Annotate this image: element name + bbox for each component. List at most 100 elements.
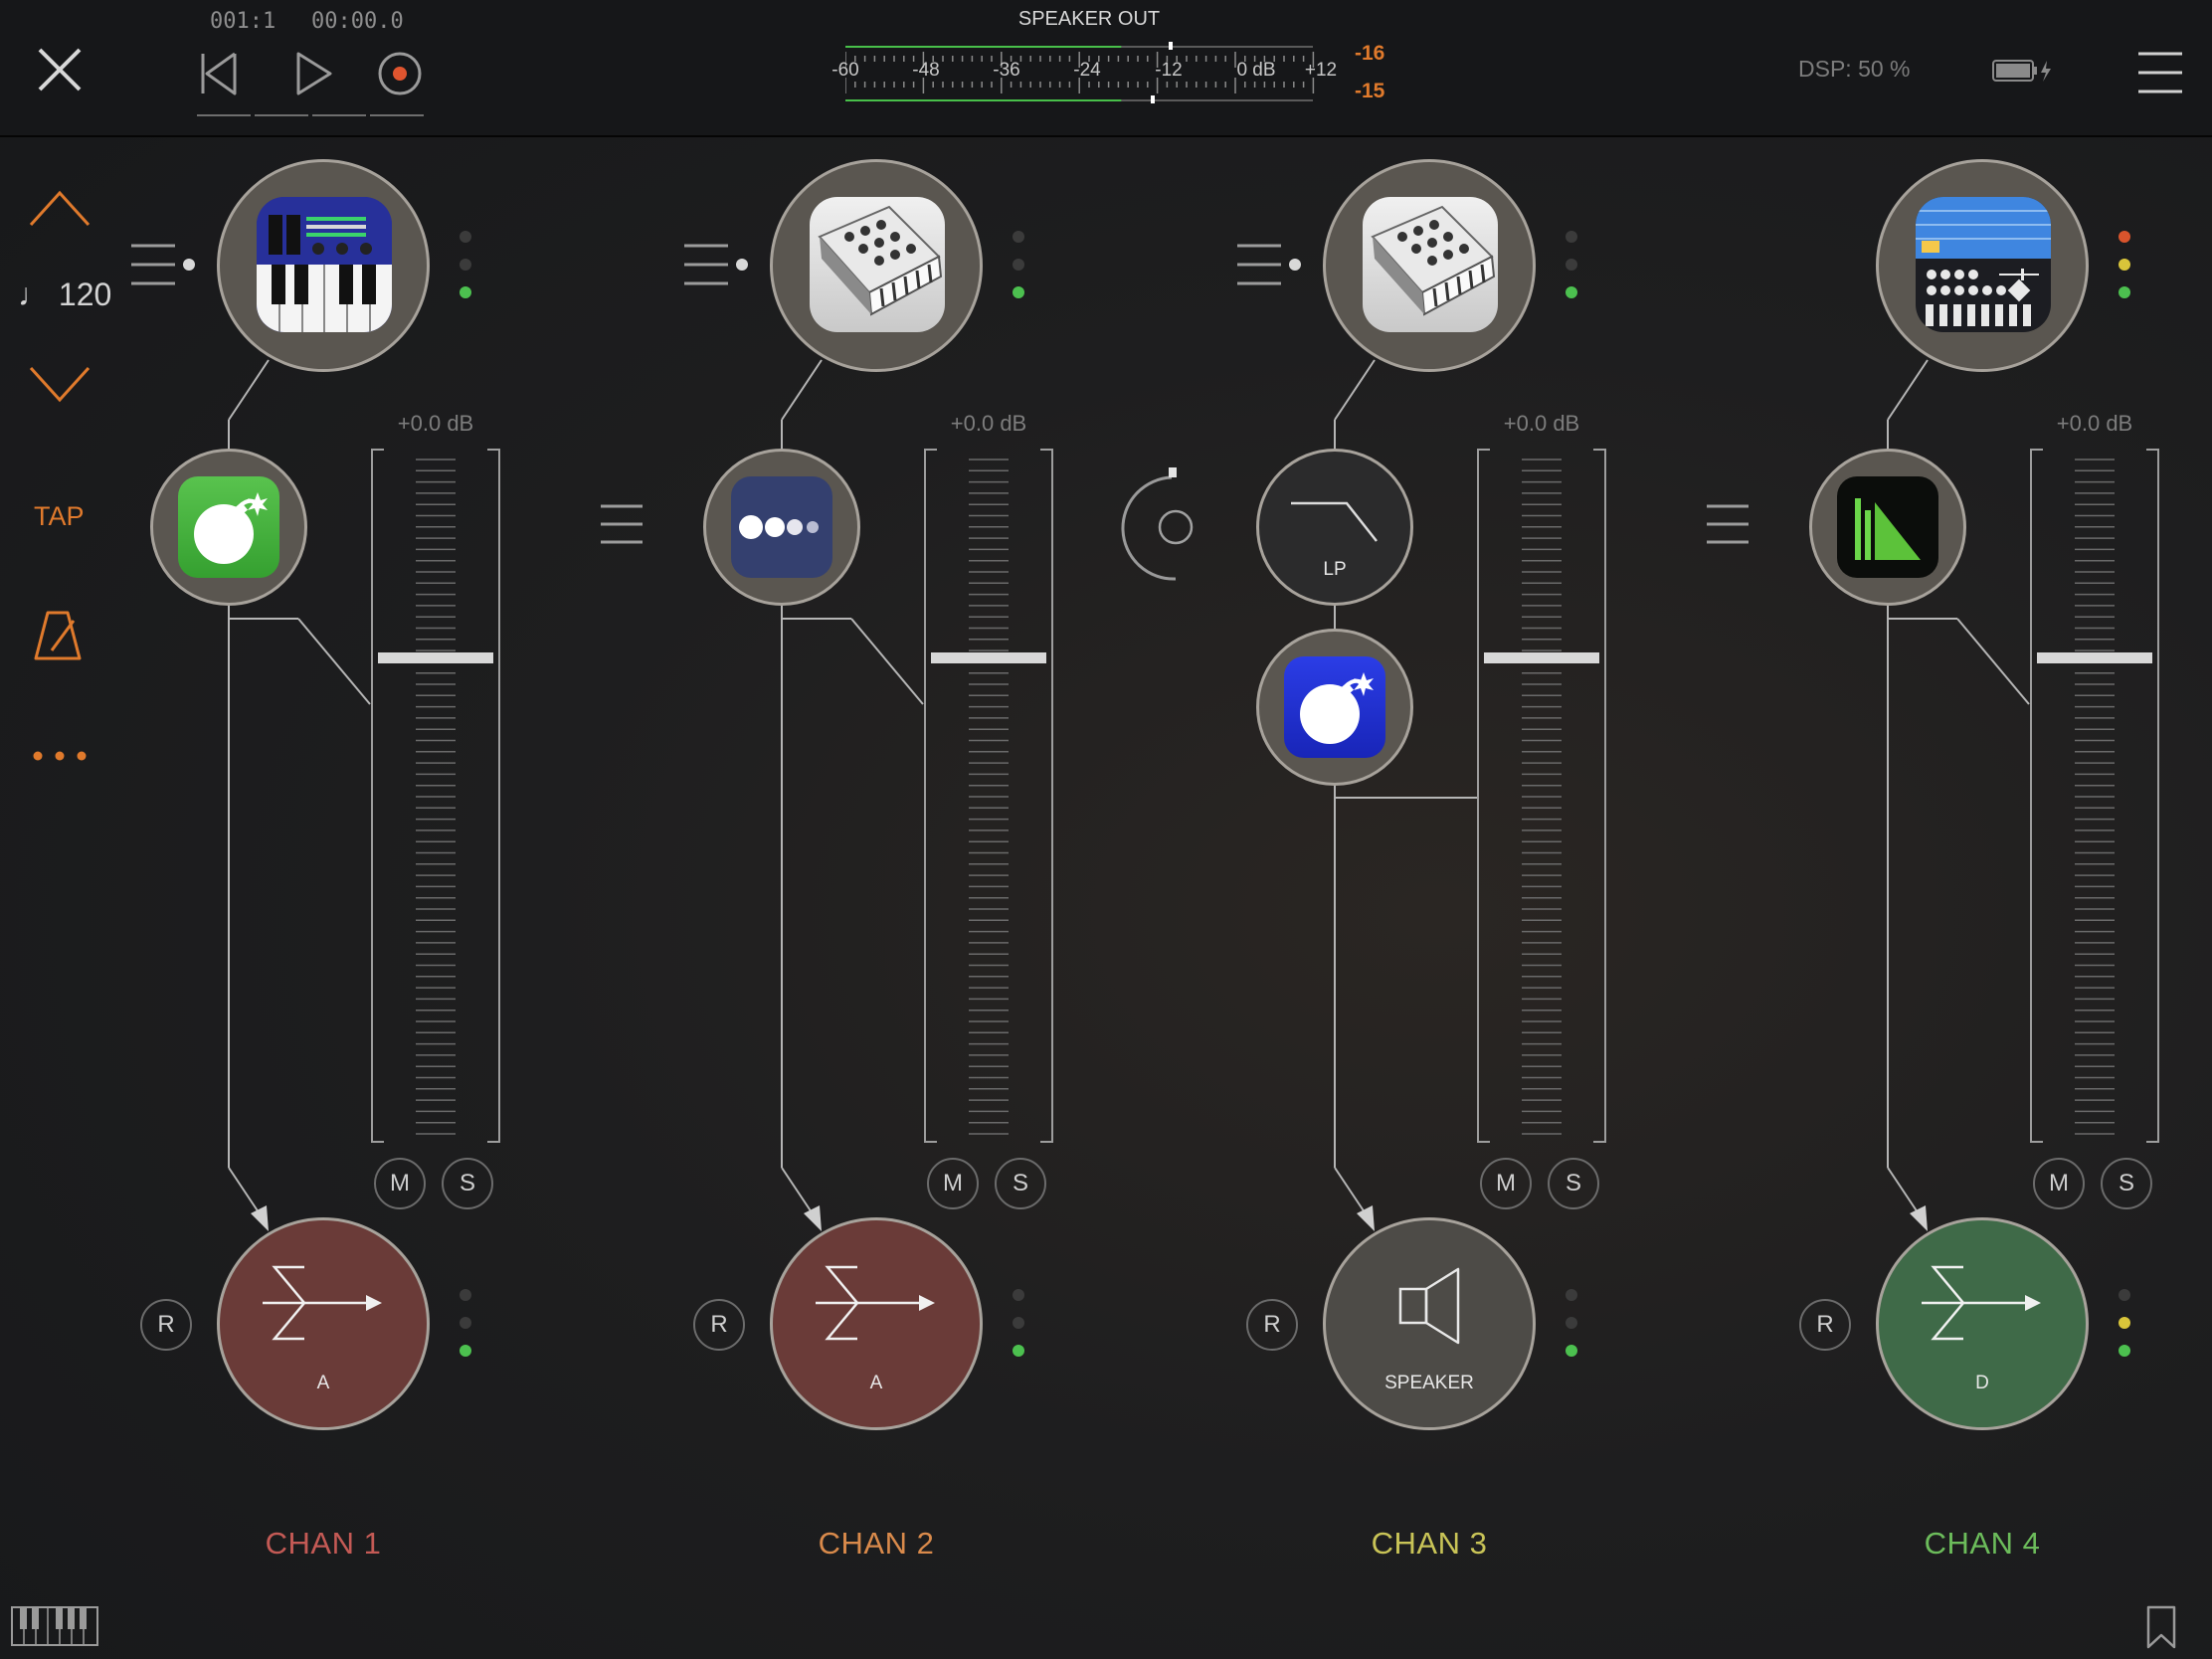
midi-settings-button[interactable]	[1235, 243, 1303, 286]
output-led	[460, 1289, 471, 1301]
mute-button[interactable]: M	[374, 1158, 426, 1209]
metronome-icon	[34, 611, 82, 660]
output-led	[1566, 1289, 1577, 1301]
solo-button[interactable]: S	[2101, 1158, 2152, 1209]
output-led	[2119, 1345, 2130, 1357]
meter-scale-label: 0 dB	[1236, 60, 1276, 81]
lowpass-filter-node[interactable]	[1256, 449, 1413, 606]
dynamics-effect-app-icon[interactable]	[1837, 476, 1938, 578]
battery-icon	[1992, 60, 2051, 82]
bus-output-node[interactable]	[1876, 1217, 2089, 1430]
sigma-bus-icon	[816, 1265, 935, 1341]
output-led	[460, 1345, 471, 1357]
piano-keyboard-icon	[11, 1606, 98, 1646]
midi-led	[460, 259, 471, 271]
channel-gain-label: +0.0 dB	[950, 411, 1027, 436]
volume-fader[interactable]	[370, 446, 501, 1146]
sigma-bus-icon	[263, 1265, 382, 1341]
record-icon	[378, 52, 422, 95]
bus-output-node[interactable]	[217, 1217, 430, 1430]
close-button[interactable]	[30, 40, 90, 99]
meter-scale-label: -12	[1155, 60, 1183, 81]
metronome-button[interactable]	[32, 609, 84, 662]
midi-list-icon	[684, 244, 748, 285]
tap-tempo-button[interactable]: TAP	[34, 501, 85, 531]
output-led	[1013, 1317, 1024, 1329]
output-speaker-label: SPEAKER	[1384, 1373, 1474, 1393]
meter-title: SPEAKER OUT	[1017, 8, 1161, 30]
channel-name[interactable]: CHAN 1	[265, 1526, 382, 1561]
bookmark-button[interactable]	[2144, 1605, 2178, 1649]
midi-settings-button[interactable]	[682, 243, 750, 286]
midi-led	[2119, 259, 2130, 271]
output-bus-label: D	[1975, 1373, 1989, 1393]
volume-fader[interactable]	[2029, 446, 2160, 1146]
instrument-node[interactable]	[1876, 159, 2089, 372]
mute-button[interactable]: M	[2033, 1158, 2085, 1209]
tempo-down-button[interactable]	[28, 364, 92, 406]
bomb-effect-app-icon[interactable]	[178, 476, 279, 578]
effect-node[interactable]	[1256, 629, 1413, 786]
record-arm-button[interactable]: R	[140, 1299, 192, 1351]
lowpass-curve-icon	[1291, 501, 1378, 542]
play-icon	[296, 52, 332, 95]
list-icon	[1707, 504, 1749, 544]
output-bus-label: A	[869, 1373, 883, 1393]
analog-synth-app-icon[interactable]	[1363, 197, 1498, 332]
volume-fader[interactable]	[1476, 446, 1607, 1146]
effect-settings-button[interactable]	[1705, 501, 1751, 547]
volume-fader[interactable]	[923, 446, 1054, 1146]
fader-handle	[1484, 652, 1599, 663]
peak-left: -16	[1355, 42, 1385, 65]
channel-name[interactable]: CHAN 2	[818, 1526, 935, 1561]
close-icon	[38, 48, 82, 92]
menu-button[interactable]	[2136, 48, 2184, 97]
record-arm-button[interactable]: R	[693, 1299, 745, 1351]
midi-led	[1013, 286, 1024, 298]
keyboard-button[interactable]	[10, 1605, 99, 1647]
channel-name[interactable]: CHAN 4	[1924, 1526, 2041, 1561]
record-arm-button[interactable]: R	[1246, 1299, 1298, 1351]
bomb-icon	[194, 492, 268, 564]
dynamics-ramp-icon	[1855, 498, 1921, 560]
channel-gain-label: +0.0 dB	[397, 411, 474, 436]
filter-knob[interactable]	[1118, 463, 1198, 583]
drum-machine-app-icon[interactable]	[1916, 197, 2051, 332]
midi-led	[1566, 259, 1577, 271]
channel-gain-label: +0.0 dB	[2056, 411, 2133, 436]
midi-led	[2119, 286, 2130, 298]
bomb-effect-app-icon[interactable]	[1284, 656, 1385, 758]
solo-button[interactable]: S	[442, 1158, 493, 1209]
record-button[interactable]	[376, 50, 424, 97]
record-arm-button[interactable]: R	[1799, 1299, 1851, 1351]
output-led	[1566, 1317, 1577, 1329]
more-button[interactable]	[30, 748, 90, 764]
song-time: 00:00.0	[311, 9, 404, 34]
mute-button[interactable]: M	[927, 1158, 979, 1209]
knob-icon	[1121, 467, 1194, 581]
effect-node[interactable]	[703, 449, 860, 606]
chevron-down-icon	[29, 366, 91, 403]
peak-right: -15	[1355, 80, 1385, 102]
midi-settings-button[interactable]	[129, 243, 197, 286]
solo-button[interactable]: S	[995, 1158, 1046, 1209]
midi-led	[1013, 231, 1024, 243]
effect-settings-button[interactable]	[599, 501, 645, 547]
rewind-button[interactable]	[195, 48, 245, 99]
bomb-icon	[1300, 672, 1374, 744]
keyboard-synth-app-icon[interactable]	[257, 197, 392, 332]
mute-button[interactable]: M	[1480, 1158, 1532, 1209]
speaker-icon	[1398, 1267, 1460, 1345]
bus-output-node[interactable]	[770, 1217, 983, 1430]
analog-synth-app-icon[interactable]	[810, 197, 945, 332]
tempo-up-button[interactable]	[28, 187, 92, 229]
midi-list-icon	[1237, 244, 1301, 285]
output-led	[1013, 1345, 1024, 1357]
channel-name[interactable]: CHAN 3	[1371, 1526, 1488, 1561]
play-button[interactable]	[292, 48, 336, 99]
solo-button[interactable]: S	[1548, 1158, 1599, 1209]
delay-effect-app-icon[interactable]	[731, 476, 832, 578]
effect-node[interactable]	[150, 449, 307, 606]
analog-synth-icon	[818, 205, 943, 316]
